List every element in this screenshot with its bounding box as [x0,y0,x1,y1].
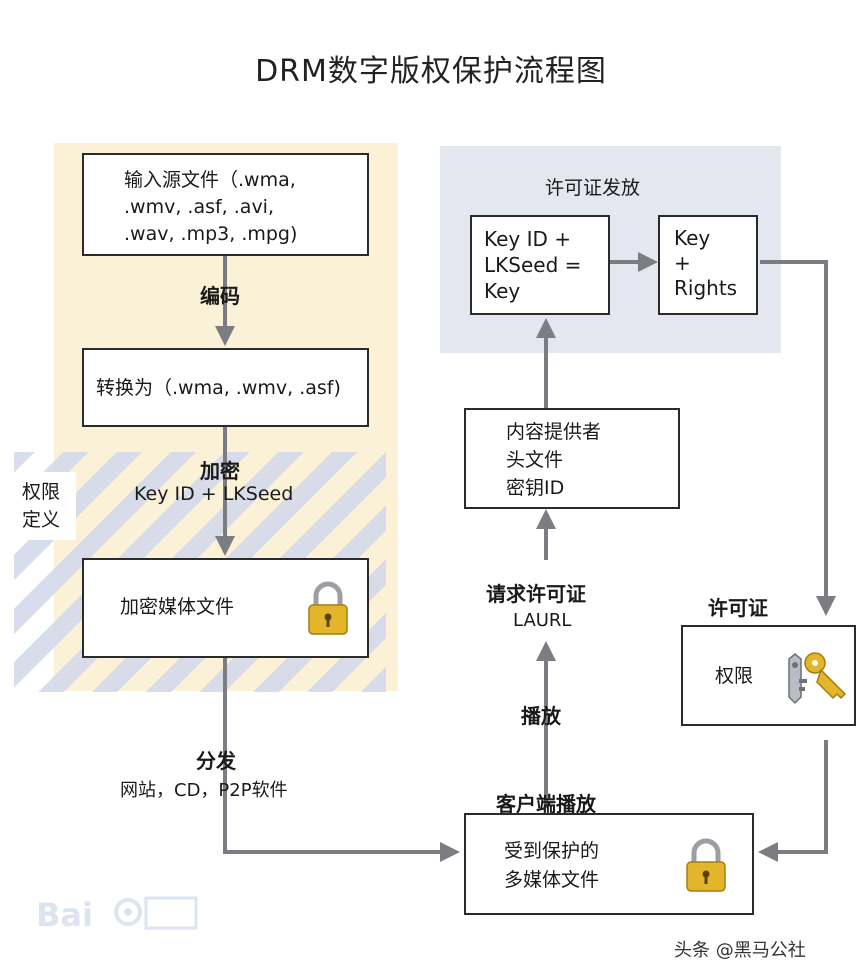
convert-text: 转换为（.wma, .wmv, .asf) [96,377,341,399]
arrow-encrypted-to-client [223,658,460,862]
rights-box: 权限 [681,625,856,726]
arrow-rights-to-license [760,260,836,616]
source-file-text: 输入源文件（.wma, .wmv, .asf, .avi, .wav, .mp3… [124,169,298,245]
key-icon [788,652,847,705]
encrypted-media-box: 加密媒体文件 [82,558,369,658]
key-calc-text: Key ID + LKSeed = Key [484,227,582,303]
key-rights-box: Key + Rights [658,215,758,315]
client-play-label: 客户端播放 [496,792,596,816]
protected-media-box: 受到保护的 多媒体文件 [464,813,754,915]
arrow-license-to-client [758,740,828,862]
encrypted-media-text: 加密媒体文件 [120,596,235,618]
request-license-label: 请求许可证 [486,582,586,606]
source-file-box: 输入源文件（.wma, .wmv, .asf, .avi, .wav, .mp3… [82,153,369,256]
license-label: 许可证 [708,596,768,620]
license-issue-title: 许可证发放 [545,177,641,199]
lock-icon [308,581,348,635]
distribute-label: 分发 [196,749,236,773]
encrypt-key-label: Key ID + LKSeed [134,483,294,505]
rights-definition-label: 权限 定义 [22,481,61,531]
content-header-box: 内容提供者 头文件 密钥ID [464,408,680,509]
distribute-channels: 网站，CD，P2P软件 [120,780,288,801]
page-title: DRM数字版权保护流程图 [255,54,607,89]
protected-media-text: 受到保护的 多媒体文件 [504,840,600,891]
rights-definition-label-bg [14,472,76,540]
encrypt-label: 加密 [200,459,240,483]
request-license-url: LAURL [513,610,572,631]
key-calc-box: Key ID + LKSeed = Key [470,215,610,315]
rights-text: 权限 [715,665,754,687]
content-header-text: 内容提供者 头文件 密钥ID [506,421,602,499]
logo-watermark-icon: Bai [36,896,198,934]
key-rights-text: Key + Rights [674,226,738,300]
play-label: 播放 [521,704,561,728]
source-watermark: 头条 @黑马公社 [674,940,806,961]
convert-box: 转换为（.wma, .wmv, .asf) [82,348,369,427]
lock-icon [686,838,726,892]
encode-label: 编码 [200,284,240,308]
svg-text:Bai: Bai [36,896,93,934]
